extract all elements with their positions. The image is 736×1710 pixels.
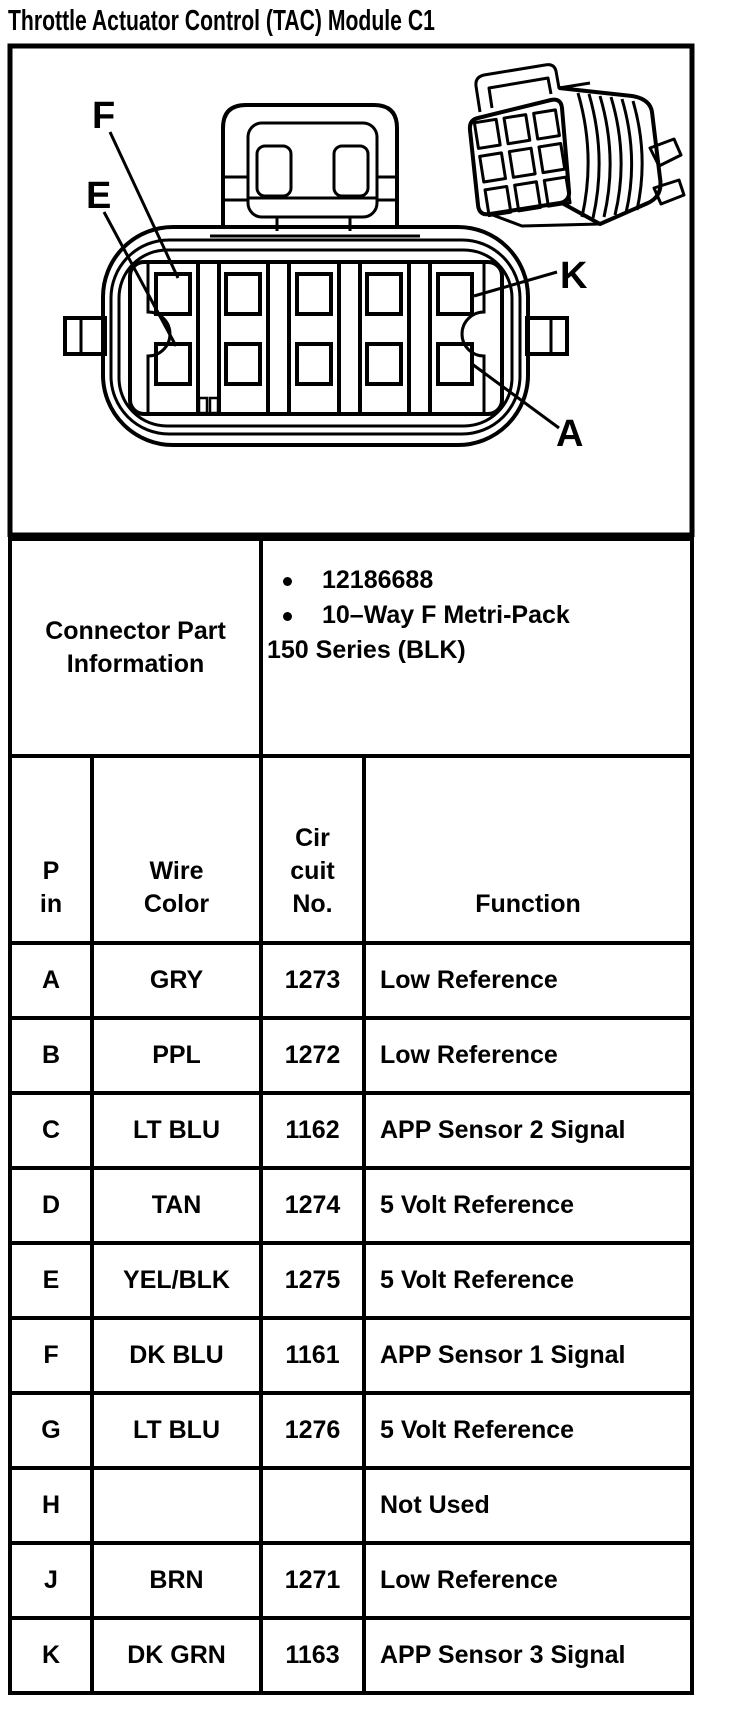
- cell-pin: A: [41, 966, 61, 994]
- pin-label-a: A: [556, 413, 583, 455]
- table-row: J BRN 1271 Low Reference: [12, 1541, 690, 1616]
- part-number-item: 12186688: [263, 563, 690, 598]
- cell-function: APP Sensor 3 Signal: [362, 1620, 690, 1691]
- cell-wire: GRY: [90, 945, 259, 1016]
- leader-line-k: [473, 270, 558, 298]
- part-number: 12186688: [322, 566, 434, 594]
- cell-function: Low Reference: [362, 1545, 690, 1616]
- pin-slot: [295, 342, 333, 386]
- table-row: B PPL 1272 Low Reference: [12, 1016, 690, 1091]
- cell-wire: TAN: [90, 1170, 259, 1241]
- leader-line-a: [471, 362, 560, 430]
- bullet-icon: [283, 612, 292, 621]
- cell-pin: K: [41, 1641, 61, 1669]
- pin-slot: [224, 342, 262, 386]
- header-function: Function: [362, 758, 690, 941]
- cell-pin: G: [41, 1416, 61, 1444]
- connector-table: Connector Part Information 12186688 10–W…: [8, 537, 694, 1695]
- separator-bar: [196, 260, 221, 416]
- cell-function: Not Used: [362, 1470, 690, 1541]
- pin-label-f: F: [92, 95, 115, 137]
- pin-slot: [154, 342, 192, 386]
- side-tab-right: [525, 316, 569, 356]
- figure-border: [7, 43, 695, 537]
- cell-wire: DK BLU: [90, 1320, 259, 1391]
- table-row: H Not Used: [12, 1466, 690, 1541]
- separator-bar: [266, 260, 291, 416]
- page-title: Throttle Actuator Control (TAC) Module C…: [8, 5, 435, 37]
- cell-function: Low Reference: [362, 1020, 690, 1091]
- cell-function: 5 Volt Reference: [362, 1245, 690, 1316]
- cell-circuit: 1274: [259, 1170, 362, 1241]
- cell-function: APP Sensor 1 Signal: [362, 1320, 690, 1391]
- cell-wire: [90, 1470, 259, 1541]
- pin-slot: [224, 272, 262, 316]
- leader-line-e: [102, 211, 178, 347]
- cell-wire: YEL/BLK: [90, 1245, 259, 1316]
- part-info-label-line2: Information: [66, 649, 205, 678]
- table-row: K DK GRN 1163 APP Sensor 3 Signal: [12, 1616, 690, 1691]
- cell-pin: B: [41, 1041, 61, 1069]
- part-type-item: 10–Way F Metri-Pack: [263, 598, 690, 633]
- pin-slot: [365, 272, 403, 316]
- cell-pin: J: [44, 1566, 58, 1594]
- cell-circuit: 1163: [259, 1620, 362, 1691]
- pin-slot: [436, 272, 474, 316]
- cell-function: APP Sensor 2 Signal: [362, 1095, 690, 1166]
- cell-circuit: 1275: [259, 1245, 362, 1316]
- table-row: A GRY 1273 Low Reference: [12, 941, 690, 1016]
- pin-slot: [295, 272, 333, 316]
- table-row: D TAN 1274 5 Volt Reference: [12, 1166, 690, 1241]
- part-info-label-line1: Connector Part: [45, 616, 226, 645]
- cell-function: 5 Volt Reference: [362, 1170, 690, 1241]
- cell-pin: F: [43, 1341, 59, 1369]
- cell-wire: DK GRN: [90, 1620, 259, 1691]
- cell-pin: E: [42, 1266, 60, 1294]
- cell-wire: LT BLU: [90, 1395, 259, 1466]
- cell-circuit: 1161: [259, 1320, 362, 1391]
- cell-wire: PPL: [90, 1020, 259, 1091]
- cell-circuit: 1272: [259, 1020, 362, 1091]
- bullet-icon: [283, 577, 292, 586]
- header-circuit-no: Cir cuit No.: [259, 758, 362, 941]
- side-tab-left: [63, 316, 107, 356]
- leader-line-f: [108, 131, 180, 279]
- header-wire-color: Wire Color: [90, 758, 259, 941]
- part-info-row: Connector Part Information 12186688 10–W…: [12, 541, 690, 754]
- part-type-line1: 10–Way F Metri-Pack: [322, 601, 570, 629]
- connector-diagram: F E K A: [7, 43, 695, 537]
- cell-function: Low Reference: [362, 945, 690, 1016]
- part-type-line2: 150 Series (BLK): [267, 636, 466, 664]
- cell-function: 5 Volt Reference: [362, 1395, 690, 1466]
- table-row: F DK BLU 1161 APP Sensor 1 Signal: [12, 1316, 690, 1391]
- pin-slot: [365, 342, 403, 386]
- cell-circuit: 1273: [259, 945, 362, 1016]
- leader-lines: [102, 131, 560, 430]
- part-info-label-cell: Connector Part Information: [12, 541, 259, 754]
- cell-circuit: [259, 1470, 362, 1541]
- separator-bar: [407, 260, 432, 416]
- table-row: G LT BLU 1276 5 Volt Reference: [12, 1391, 690, 1466]
- table-row: C LT BLU 1162 APP Sensor 2 Signal: [12, 1091, 690, 1166]
- cell-pin: H: [41, 1491, 61, 1519]
- cell-pin: D: [41, 1191, 61, 1219]
- cell-circuit: 1276: [259, 1395, 362, 1466]
- table-header-row: P in Wire Color Cir cuit No. Function: [12, 754, 690, 941]
- connector-front-view: [63, 103, 569, 447]
- cell-circuit: 1162: [259, 1095, 362, 1166]
- cell-circuit: 1271: [259, 1545, 362, 1616]
- part-info-content-cell: 12186688 10–Way F Metri-Pack 150 Series …: [259, 541, 690, 754]
- cell-pin: C: [41, 1116, 61, 1144]
- connector-3d-view: [467, 63, 686, 228]
- pin-label-e: E: [86, 175, 111, 217]
- pin-label-k: K: [560, 255, 588, 297]
- cell-wire: LT BLU: [90, 1095, 259, 1166]
- header-pin: P in: [39, 857, 63, 918]
- separator-bar: [337, 260, 362, 416]
- table-row: E YEL/BLK 1275 5 Volt Reference: [12, 1241, 690, 1316]
- connector-latch: [210, 103, 420, 238]
- pin-slot: [154, 272, 192, 316]
- cell-wire: BRN: [90, 1545, 259, 1616]
